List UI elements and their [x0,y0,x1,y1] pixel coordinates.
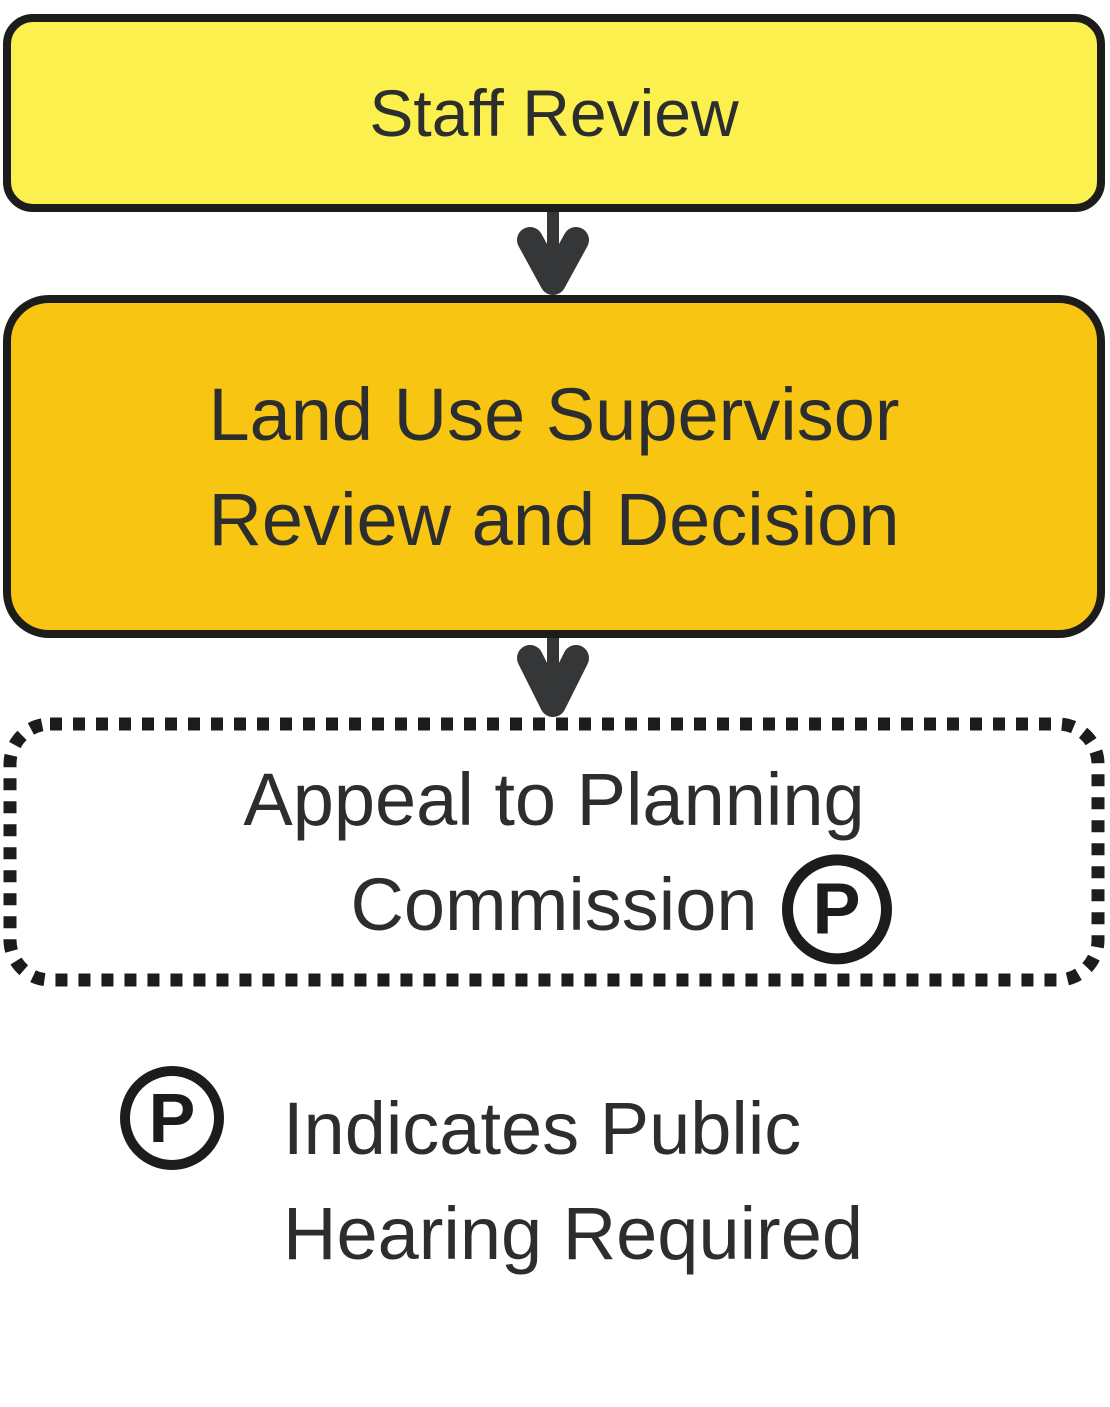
legend-line-2: Hearing Required [283,1192,864,1275]
node-appeal-label: Appeal to Planning Commission P [243,747,892,964]
label-line-1: Land Use Supervisor [208,372,900,456]
node-staff-review-label: Staff Review [369,75,739,150]
label-line-2: Review and Decision [208,477,900,561]
public-hearing-badge-icon: P [781,853,892,964]
node-land-use-supervisor: Land Use Supervisor Review and Decision [3,295,1105,638]
node-land-use-supervisor-label: Land Use Supervisor Review and Decision [208,362,899,572]
label-line-2: Commission [350,863,758,946]
node-appeal-planning-commission: Appeal to Planning Commission P [3,717,1105,987]
label-line-2-wrap: Commission P [350,852,892,964]
arrow-head [517,227,589,295]
node-staff-review: Staff Review [3,14,1105,212]
label-line-1: Appeal to Planning [243,758,865,841]
flow-arrow-down-icon [517,212,589,295]
legend-text: Indicates Public Hearing Required [283,1076,863,1286]
flow-arrow-down-icon [517,638,589,717]
arrow-head [517,645,589,717]
arrow-stem [547,212,559,260]
public-hearing-badge-icon: P [120,1066,224,1170]
legend-line-1: Indicates Public [283,1087,802,1170]
